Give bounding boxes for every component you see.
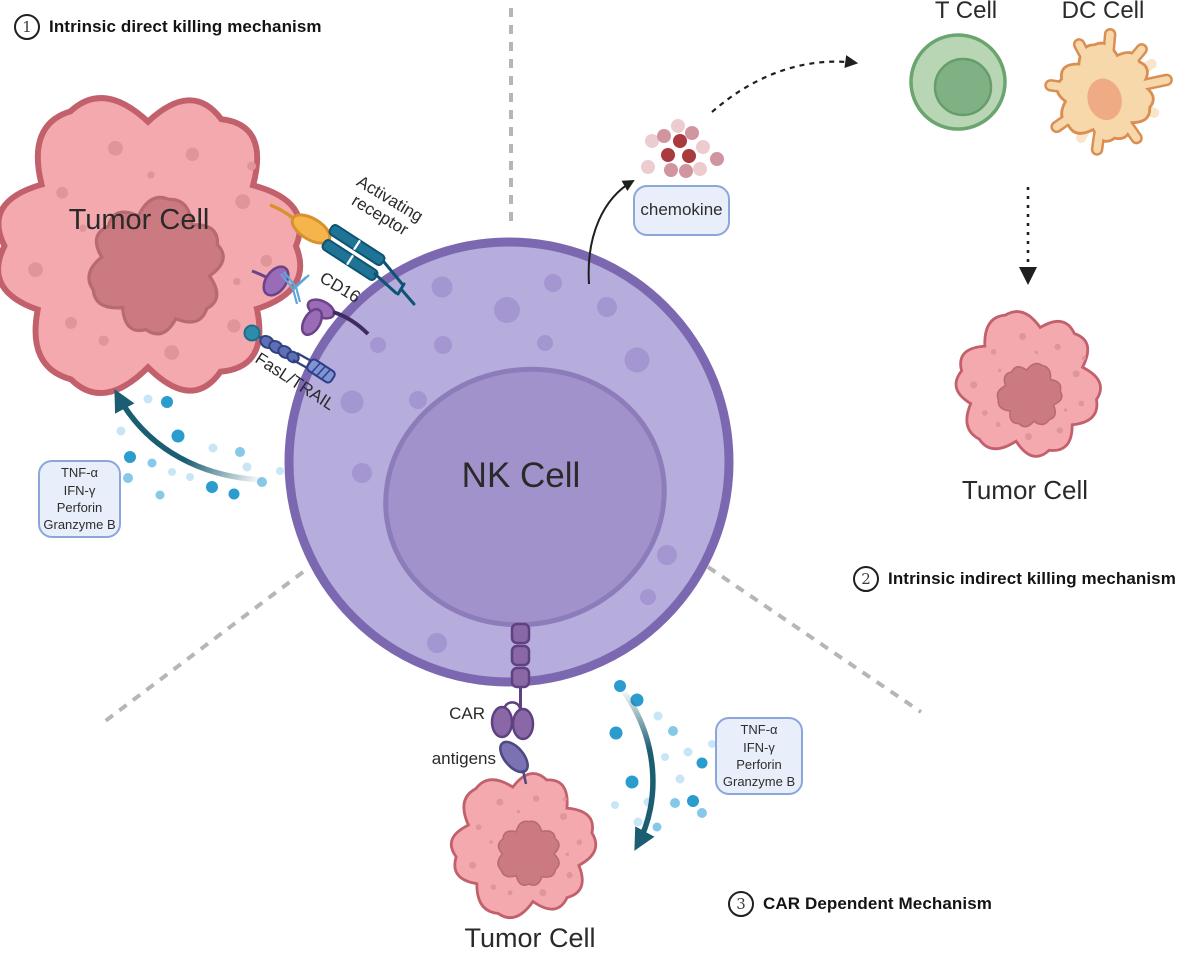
nk-cell-shape	[284, 237, 734, 687]
dc-cell-shape	[1043, 27, 1173, 156]
nk-granules	[340, 274, 677, 653]
heading-3-label: CAR Dependent Mechanism	[763, 894, 993, 913]
heading-1-label: Intrinsic direct killing mechanism	[49, 17, 322, 36]
cytokine-arrow-bottom	[619, 687, 656, 851]
recruitment-arrow	[711, 55, 859, 113]
car-label: CAR	[449, 704, 485, 723]
car-receptor-shape	[490, 622, 535, 741]
cytokine-bottom-line-1: TNF-α	[740, 722, 778, 738]
chemokine-box-text: chemokine	[640, 200, 723, 220]
dc-to-tumor-arrow	[1019, 187, 1037, 285]
heading-2: 2 Intrinsic indirect killing mechanism	[853, 566, 1176, 592]
cytokine-arrow-left	[114, 389, 263, 483]
heading-3: 3 CAR Dependent Mechanism	[728, 891, 992, 917]
heading-1-number-badge: 1	[14, 14, 40, 40]
heading-2-number-badge: 2	[853, 566, 879, 592]
heading-3-number-badge: 3	[728, 891, 754, 917]
nk-cell-label: NK Cell	[461, 456, 581, 495]
cytokine-left-line-3: Perforin	[56, 500, 103, 515]
heading-1: 1 Intrinsic direct killing mechanism	[14, 14, 322, 40]
heading-2-label: Intrinsic indirect killing mechanism	[888, 569, 1176, 588]
tumor-cell-bottom-label: Tumor Cell	[464, 923, 596, 953]
tumor-cell-left-label: Tumor Cell	[68, 204, 210, 236]
t-cell-label: T Cell	[934, 0, 998, 24]
cytokine-box-left: TNF-α IFN-γ Perforin Granzyme B	[38, 460, 121, 538]
cytokine-left-line-2: IFN-γ	[63, 482, 96, 498]
t-cell-shape	[909, 33, 1007, 131]
cd16-receptor-shape	[251, 265, 370, 337]
fasl-trail-shape	[243, 324, 336, 384]
tumor-cell-right-shape	[944, 302, 1113, 468]
antigens-label: antigens	[431, 749, 496, 768]
activating-receptor-shape	[269, 203, 416, 306]
chemokine-release-arrow	[587, 180, 635, 285]
dc-cell-label: DC Cell	[1061, 0, 1145, 24]
cytokine-bottom-line-3: Perforin	[736, 757, 782, 772]
cytokine-box-bottom: TNF-α IFN-γ Perforin Granzyme B	[715, 717, 803, 795]
cytokine-left-line-1: TNF-α	[60, 465, 99, 481]
section-divider-lines	[102, 8, 923, 724]
cytokine-dots-bottom	[609, 680, 716, 832]
chemokine-box: chemokine	[633, 185, 730, 236]
antigen-shape	[499, 740, 529, 785]
tumor-cell-bottom-shape	[441, 764, 606, 926]
chemokine-dots	[641, 119, 724, 178]
cytokine-dots-left	[116, 394, 284, 500]
cytokine-bottom-line-4: Granzyme B	[722, 774, 796, 790]
cytokine-left-line-4: Granzyme B	[43, 517, 116, 533]
tumor-cell-right-label: Tumor Cell	[961, 475, 1089, 505]
cytokine-bottom-line-2: IFN-γ	[743, 739, 775, 755]
